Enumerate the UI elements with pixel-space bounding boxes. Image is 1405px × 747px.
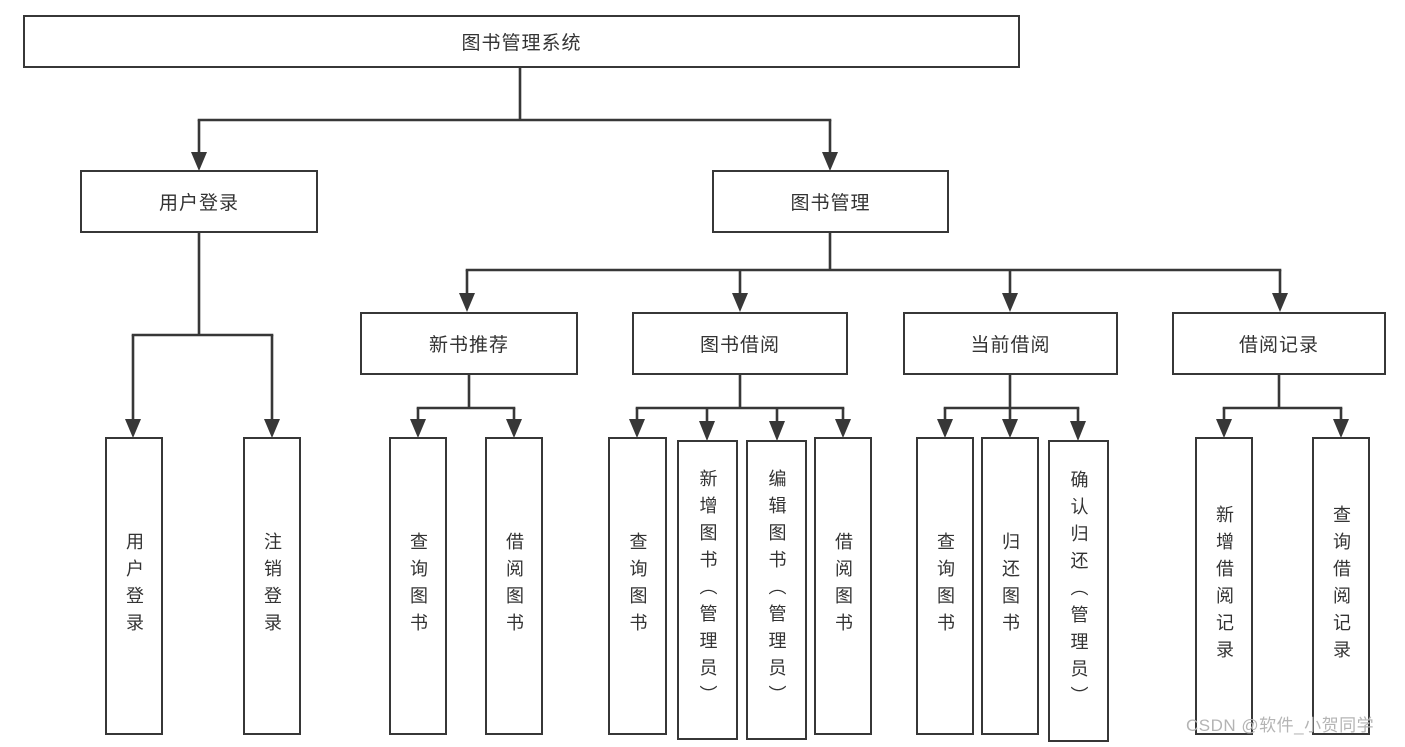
leaf-edit-books-admin: 编辑图书（管理员） (746, 440, 807, 740)
node-current-borrow: 当前借阅 (903, 312, 1118, 375)
leaf-confirm-return-admin-label: 确认归还（管理员） (1068, 469, 1089, 713)
connector-book-borrow-to-leaves (629, 375, 851, 441)
node-user-login-label: 用户登录 (158, 193, 239, 214)
node-root: 图书管理系统 (23, 15, 1020, 68)
node-borrow-records: 借阅记录 (1172, 312, 1386, 375)
node-new-book-recommend-label: 新书推荐 (428, 335, 509, 356)
leaf-query-books-recommend: 查询图书 (389, 437, 447, 735)
node-new-book-recommend: 新书推荐 (360, 312, 578, 375)
leaf-query-books-current: 查询图书 (916, 437, 974, 735)
connector-new-book-recommend-to-leaves (410, 375, 522, 438)
leaf-query-borrow-record-label: 查询借阅记录 (1331, 505, 1351, 667)
leaf-add-books-admin: 新增图书（管理员） (677, 440, 738, 740)
csdn-watermark: CSDN @软件_小贺同学 (1186, 716, 1375, 735)
leaf-return-books-label: 归还图书 (1000, 532, 1020, 640)
leaf-edit-books-admin-label: 编辑图书（管理员） (766, 468, 787, 712)
leaf-logout: 注销登录 (243, 437, 301, 735)
node-current-borrow-label: 当前借阅 (970, 335, 1051, 356)
leaf-query-books-current-label: 查询图书 (935, 532, 955, 640)
leaf-query-books-borrow: 查询图书 (608, 437, 667, 735)
connector-user-login-to-leaves (125, 233, 280, 438)
node-borrow-records-label: 借阅记录 (1238, 335, 1319, 356)
leaf-query-books-borrow-label: 查询图书 (627, 532, 648, 640)
leaf-query-books-recommend-label: 查询图书 (408, 532, 428, 640)
leaf-borrow-books-recommend-label: 借阅图书 (504, 532, 524, 640)
leaf-query-borrow-record: 查询借阅记录 (1312, 437, 1370, 735)
leaf-confirm-return-admin: 确认归还（管理员） (1048, 440, 1109, 742)
connector-root-to-level2 (191, 68, 838, 171)
node-root-label: 图书管理系统 (461, 33, 582, 54)
leaf-return-books: 归还图书 (981, 437, 1039, 735)
node-book-borrow-label: 图书借阅 (699, 335, 780, 356)
leaf-borrow-books: 借阅图书 (814, 437, 872, 735)
leaf-add-books-admin-label: 新增图书（管理员） (697, 468, 718, 712)
leaf-logout-label: 注销登录 (262, 532, 282, 640)
leaf-user-login: 用户登录 (105, 437, 163, 735)
connector-current-borrow-to-leaves (937, 375, 1086, 441)
leaf-add-borrow-record: 新增借阅记录 (1195, 437, 1253, 735)
leaf-borrow-books-label: 借阅图书 (833, 532, 853, 640)
leaf-borrow-books-recommend: 借阅图书 (485, 437, 543, 735)
leaf-user-login-label: 用户登录 (124, 532, 144, 640)
node-book-management-label: 图书管理 (790, 193, 871, 214)
node-user-login: 用户登录 (80, 170, 318, 233)
node-book-borrow: 图书借阅 (632, 312, 848, 375)
connector-borrow-records-to-leaves (1216, 375, 1349, 438)
connector-book-management-to-level3 (459, 233, 1288, 312)
leaf-add-borrow-record-label: 新增借阅记录 (1214, 505, 1234, 667)
node-book-management: 图书管理 (712, 170, 949, 233)
